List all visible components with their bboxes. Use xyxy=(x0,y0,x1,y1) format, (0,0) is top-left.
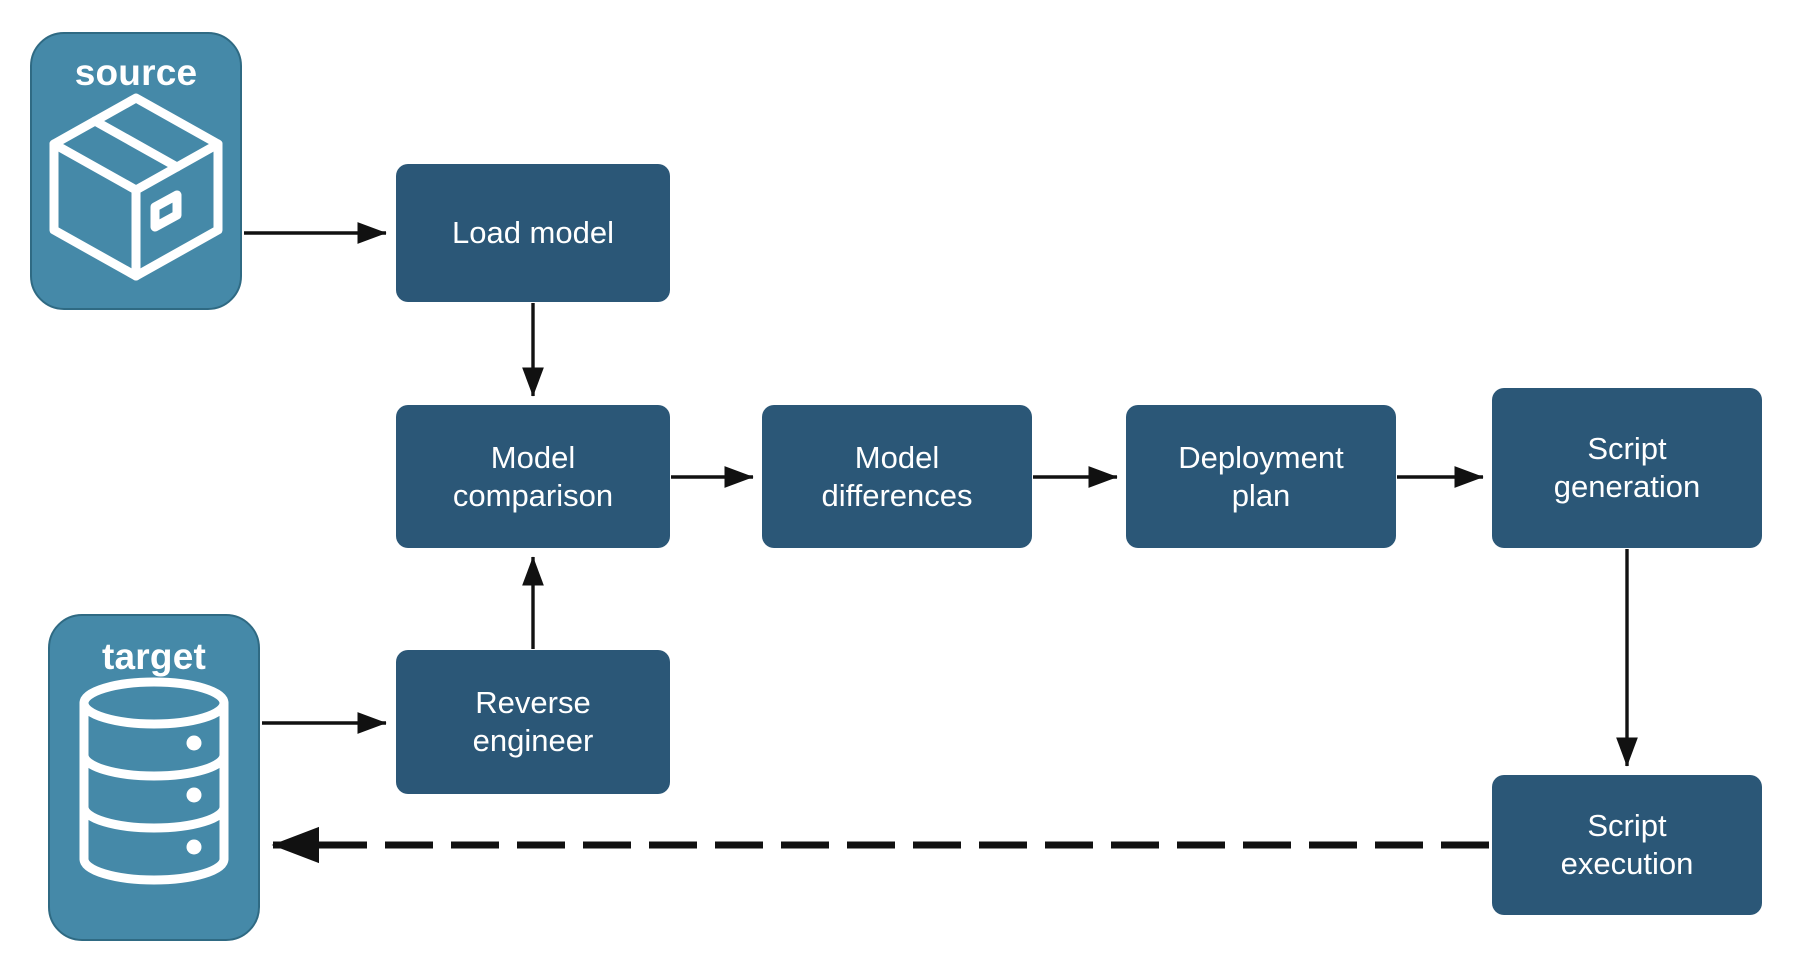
endpoint-target[interactable]: target xyxy=(48,614,260,941)
process-script-generation-label: Script generation xyxy=(1553,431,1701,504)
process-reverse-engineer[interactable]: Reverse engineer xyxy=(396,650,670,794)
database-cylinder-icon xyxy=(70,675,238,892)
endpoint-target-label: target xyxy=(102,636,206,677)
process-load-model[interactable]: Load model xyxy=(396,164,670,302)
process-script-execution[interactable]: Script execution xyxy=(1492,775,1762,915)
process-load-model-label: Load model xyxy=(451,215,614,251)
package-box-icon xyxy=(47,91,225,288)
process-deployment-plan[interactable]: Deployment plan xyxy=(1126,405,1396,548)
process-model-comparison[interactable]: Model comparison xyxy=(396,405,670,548)
endpoint-source[interactable]: source xyxy=(30,32,242,310)
process-deployment-plan-label: Deployment plan xyxy=(1178,439,1344,513)
endpoint-source-label: source xyxy=(74,52,198,93)
process-model-differences-label: Model differences xyxy=(821,439,973,513)
process-model-differences[interactable]: Model differences xyxy=(762,405,1032,548)
process-model-comparison-label: Model comparison xyxy=(452,439,614,513)
process-script-generation[interactable]: Script generation xyxy=(1492,388,1762,548)
process-script-execution-label: Script execution xyxy=(1560,808,1694,881)
process-reverse-engineer-label: Reverse engineer xyxy=(472,685,594,758)
